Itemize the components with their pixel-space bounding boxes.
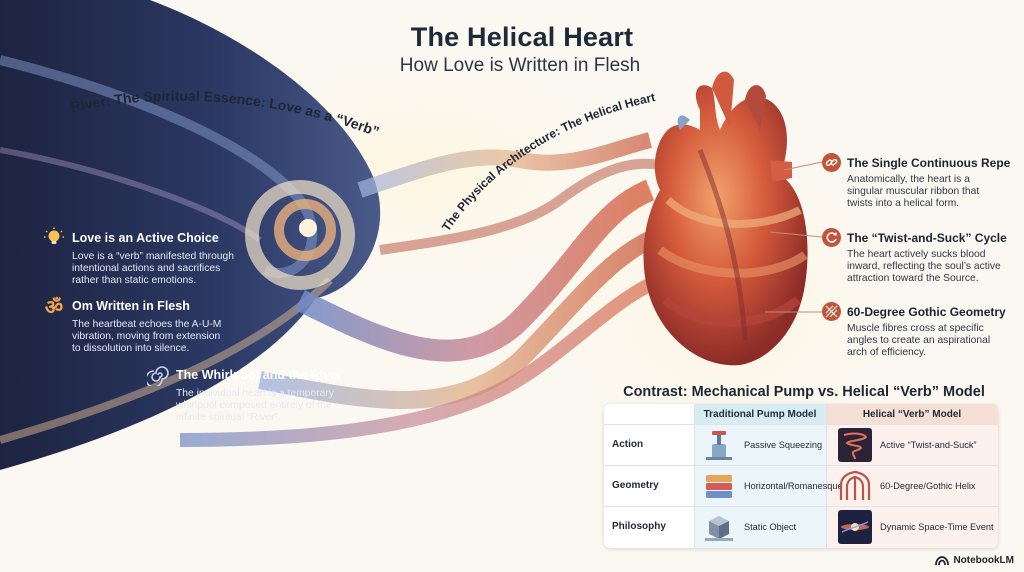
left-feature-active-choice: Love is an Active Choice Love is a “verb…	[42, 226, 282, 287]
cycle-icon	[822, 228, 841, 247]
right-feature-title: The “Twist-and-Suck” Cycle	[847, 230, 1007, 245]
cell-helical-action: Active “Twist-and-Suck”	[838, 427, 977, 463]
cell-helical-geometry: 60-Degree/Gothic Helix	[838, 468, 976, 504]
notebooklm-logo-icon	[935, 555, 950, 565]
column-header-helical: Helical “Verb” Model	[826, 404, 998, 424]
notebooklm-brand: NotebookLM	[935, 555, 1014, 566]
left-feature-title: Love is an Active Choice	[72, 231, 219, 245]
lattice-icon	[822, 302, 841, 321]
spiral-icon	[146, 363, 170, 387]
right-feature-title: 60-Degree Gothic Geometry	[847, 304, 1006, 319]
piston-icon	[706, 431, 732, 460]
cell-traditional-philosophy: Static Object	[702, 509, 796, 545]
page-title: The Helical Heart	[410, 22, 634, 52]
right-feature-gothic-geometry: 60-Degree Gothic Geometry Muscle fibres …	[822, 302, 1018, 359]
right-feature-title: The Single Continuous Repe	[847, 155, 1011, 170]
column-header-traditional: Traditional Pump Model	[694, 404, 826, 424]
stacked-layers-icon	[706, 475, 732, 498]
om-icon: ॐ	[44, 294, 64, 319]
cell-helical-philosophy: Dynamic Space-Time Event	[838, 509, 994, 545]
cell-traditional-geometry: Horizontal/Romanesque	[702, 468, 843, 504]
cell-traditional-action: Passive Squeezing	[702, 427, 822, 463]
cosmic-event-icon	[838, 510, 872, 544]
page-subtitle: How Love is Written in Flesh	[399, 55, 641, 76]
left-feature-whirlpool: The Whirlpool and the River The individu…	[146, 363, 386, 424]
row-label-action: Action	[612, 439, 644, 450]
left-feature-title: Om Written in Flesh	[72, 299, 190, 313]
cube-icon	[705, 516, 733, 541]
row-label-philosophy: Philosophy	[612, 521, 666, 532]
comparison-table: Traditional Pump Model Helical “Verb” Mo…	[604, 404, 998, 548]
row-label-geometry: Geometry	[612, 480, 659, 491]
link-icon	[822, 153, 841, 172]
left-feature-om: ॐ Om Written in Flesh The heartbeat echo…	[42, 294, 282, 355]
left-feature-title: The Whirlpool and the River	[176, 368, 342, 382]
lightbulb-icon	[42, 226, 66, 250]
right-feature-twist-suck: The “Twist-and-Suck” Cycle The heart act…	[822, 228, 1018, 285]
comparison-title: Contrast: Mechanical Pump vs. Helical “V…	[623, 384, 985, 400]
gothic-arch-icon	[839, 470, 871, 500]
right-feature-continuous-rope: The Single Continuous Repe Anatomically,…	[822, 153, 1018, 210]
vortex-icon	[838, 428, 872, 462]
